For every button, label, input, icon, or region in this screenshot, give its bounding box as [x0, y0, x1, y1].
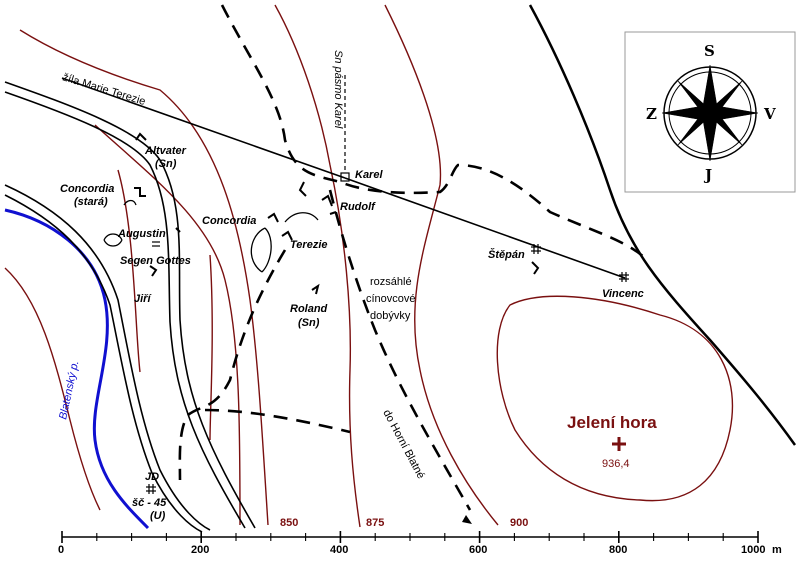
- contour-line: [19, 29, 269, 526]
- mine-label-rudolf: Rudolf: [340, 201, 376, 213]
- contour-line: [274, 4, 361, 528]
- adit-icon-augustin: [175, 227, 181, 233]
- peak-closed-contour: [496, 295, 734, 502]
- contour-label-875: 875: [366, 517, 384, 529]
- mine-label-segen-gottes: Segen Gottes: [120, 255, 191, 267]
- road-west-side: [4, 184, 211, 531]
- adit-icon-altvater: [135, 132, 147, 141]
- road-east-side: [4, 81, 256, 529]
- pit-symbols: [103, 199, 319, 273]
- peak-elevation: 936,4: [602, 458, 630, 470]
- mine-label-vincenc: Vincenc: [602, 288, 644, 300]
- stream-label: Blatenský p.: [57, 360, 81, 421]
- mine-label-jiri: Jiří: [134, 293, 152, 305]
- mine-label-roland: Roland: [290, 303, 328, 315]
- adit-icon-roland: [311, 283, 320, 295]
- mine-label-roland-sub: (Sn): [298, 317, 320, 329]
- mine-label-concordia-old: Concordia: [60, 183, 114, 195]
- pit-concordia-arc: [284, 212, 319, 223]
- mine-label-concordia-old-sub: (stará): [74, 196, 108, 208]
- scale-label-600: 600: [469, 544, 487, 556]
- main-roads: [4, 81, 256, 533]
- dashed-path: [178, 249, 287, 481]
- shaft-icon-vincenc: [619, 272, 629, 282]
- scale-label-400: 400: [330, 544, 348, 556]
- mining-note-line-1: rozsáhlé: [370, 276, 412, 288]
- sn-zone-label: Sn pásmo Karel: [332, 50, 344, 129]
- dashed-path: [328, 189, 472, 511]
- contour-label-900: 900: [510, 517, 528, 529]
- vein-marie-terezie-east: [344, 177, 626, 279]
- vein-label: žíla Marie Terezie: [61, 71, 147, 108]
- mine-label-terezie: Terezie: [290, 239, 328, 251]
- mining-note-line-3: dobývky: [370, 310, 411, 322]
- shaft-icon-karel: [340, 172, 350, 182]
- mine-label-altvater: Altvater: [144, 145, 187, 157]
- pit-concordia-large: [250, 227, 272, 273]
- mine-label-jd: JD: [145, 471, 159, 483]
- scale-unit: m: [772, 544, 782, 556]
- compass-label-top: S: [704, 42, 715, 60]
- contour-label-850: 850: [280, 517, 298, 529]
- pit-augustin: [103, 233, 123, 247]
- shaft-symbols: [146, 172, 629, 494]
- scale-label-200: 200: [191, 544, 209, 556]
- road-east-side: [4, 91, 246, 529]
- mine-label-karel: Karel: [355, 169, 383, 181]
- contour-line: [209, 254, 213, 441]
- adit-icon-concordia: [267, 212, 279, 223]
- mine-label-concordia: Concordia: [202, 215, 256, 227]
- contour-lines: [4, 4, 734, 528]
- peak-cross-icon: [612, 437, 626, 451]
- shaft-icon-jd: [146, 484, 156, 494]
- compass-label-left: Z: [646, 105, 657, 123]
- contour-line: [384, 4, 499, 526]
- scale-minor-ticks: [61, 531, 759, 543]
- adit-icon-jiri: [149, 265, 158, 277]
- pit-concordia-old: [123, 199, 137, 206]
- compass-label-right: V: [763, 105, 776, 123]
- contour-line: [4, 267, 101, 511]
- shaft-icon-segen-gottes: [152, 241, 160, 247]
- dashed-path: [220, 4, 646, 259]
- mining-note-line-2: cínovcové: [366, 293, 416, 305]
- vein-marie-terezie: [61, 77, 346, 179]
- shaft-icon-stepan: [531, 244, 541, 254]
- scale-label-0: 0: [58, 544, 64, 556]
- mine-label-jd-sub: (U): [150, 510, 166, 522]
- dashed-path: [204, 408, 351, 434]
- road-arrow-head: [462, 515, 472, 524]
- dashed-paths: [178, 4, 646, 511]
- scale-label-1000: 1000: [741, 544, 765, 556]
- scale-bar: [61, 531, 759, 543]
- peak-name: Jelení hora: [567, 413, 657, 432]
- adit-icon-karel-2: [298, 181, 307, 197]
- mine-label-jd-num: šč - 45: [132, 497, 167, 509]
- adit-icon-stepan: [531, 261, 540, 275]
- compass-label-bottom: J: [703, 166, 712, 184]
- scale-label-800: 800: [609, 544, 627, 556]
- mine-label-stepan: Štěpán: [488, 248, 525, 261]
- compass-rose: S J Z V: [624, 31, 796, 193]
- compass-star-icon: [661, 64, 759, 162]
- contour-line: [94, 124, 241, 526]
- contour-line: [117, 169, 141, 373]
- blatensky-stream: [4, 208, 150, 530]
- road-label: do Horní Blatné: [380, 408, 426, 481]
- mine-label-altvater-sub: (Sn): [155, 158, 177, 170]
- adit-symbols: [134, 132, 540, 295]
- mine-label-augustin: Augustin: [117, 228, 166, 240]
- adit-icon-terezie: [281, 230, 293, 241]
- adit-icon-rudolf: [321, 194, 333, 207]
- adit-icon-rudolf-2: [329, 211, 337, 215]
- road-west-side: [4, 194, 203, 533]
- adit-icon-concordia-old: [134, 187, 146, 197]
